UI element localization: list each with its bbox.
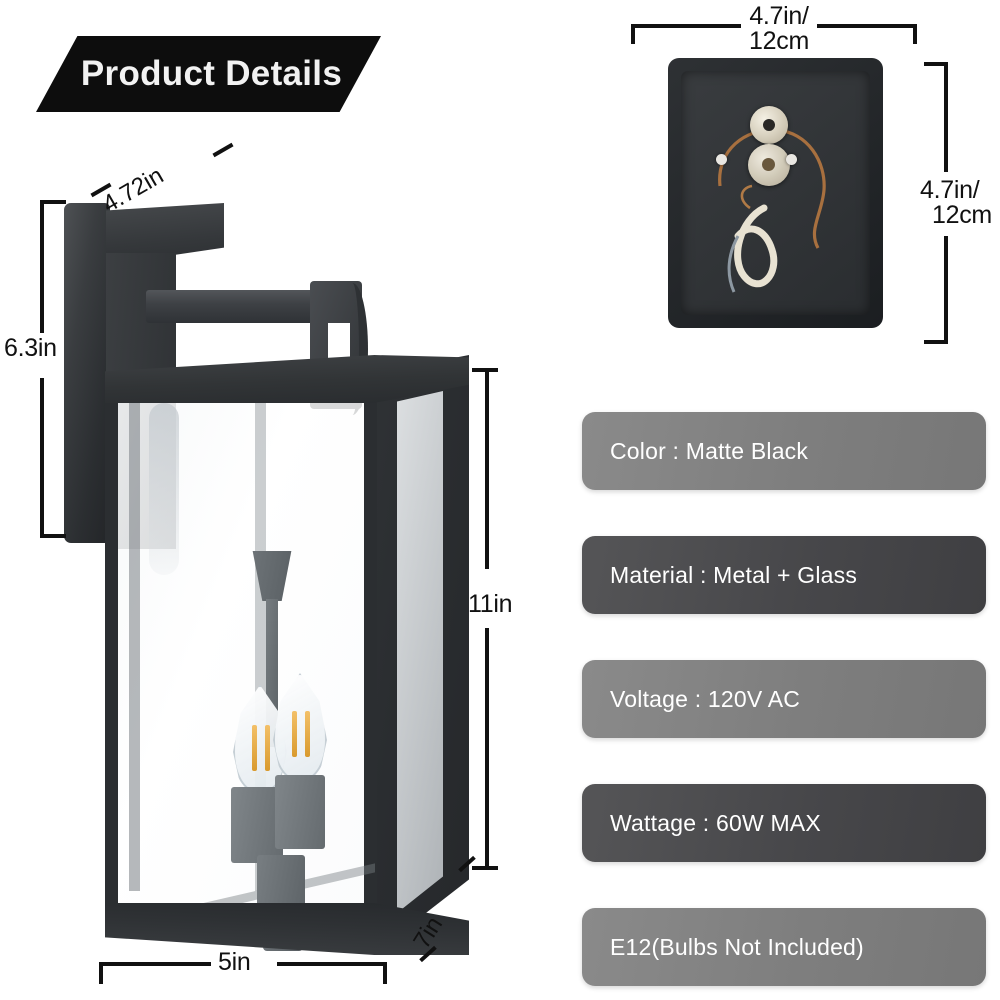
mount-width-cap-left [631, 24, 635, 44]
spec-label: Color : Matte Black [610, 437, 809, 464]
filament-strand [305, 711, 310, 757]
lantern-side-glass [397, 391, 443, 913]
glass-reflection [149, 403, 179, 575]
filament-strand [292, 711, 297, 757]
screw-hole-left [716, 154, 727, 165]
lantern-corner-post-left [129, 391, 140, 891]
backplate-height-label: 6.3in [4, 334, 57, 362]
mount-height-cap-top [924, 62, 948, 66]
lantern-dim-line-lower [485, 628, 489, 870]
spec-box-voltage: Voltage : 120V AC [582, 660, 986, 738]
spec-label: Material : Metal + Glass [610, 561, 858, 588]
banner-title: Product Details [80, 54, 343, 93]
filament-strand [252, 725, 257, 771]
lantern-cage [105, 355, 469, 955]
mounting-plate-wiring [718, 128, 826, 293]
product-details-banner: Product Details [36, 36, 381, 112]
cream-wire-loop [734, 204, 778, 288]
backplate-dim-line-upper [40, 200, 44, 333]
lamp-width-label: 5in [218, 948, 251, 976]
spec-label: E12(Bulbs Not Included) [610, 933, 864, 960]
width-dim-cap-left [99, 962, 103, 984]
mount-height-cap-bottom [924, 340, 948, 344]
arm-hook-strap [338, 283, 368, 415]
screw-hole-right [786, 154, 797, 165]
grey-wire [727, 235, 740, 293]
backplate-dim-cap-bottom [40, 534, 66, 538]
spec-label: Wattage : 60W MAX [610, 809, 821, 836]
lantern-corner-post-right [255, 391, 266, 891]
mounting-plate-illustration [668, 58, 883, 328]
mount-width-cap-right [913, 24, 917, 44]
upper-hub-core [763, 119, 775, 131]
spec-box-color: Color : Matte Black [582, 412, 986, 490]
width-dim-line-left [99, 962, 211, 966]
spec-box-base-type: E12(Bulbs Not Included) [582, 908, 986, 986]
upper-mount-hub [750, 106, 788, 144]
lantern-height-label: 11in [468, 590, 513, 618]
wall-backplate [64, 203, 110, 543]
lower-hub-core [762, 158, 775, 171]
lantern-dim-cap-bottom [472, 866, 498, 870]
lantern-dim-line-upper [485, 368, 489, 569]
copper-wire [718, 128, 826, 249]
mount-height-label: 4.7in/ 12cm [920, 176, 992, 229]
wall-lamp-illustration [60, 195, 480, 955]
mount-height-line-upper [944, 62, 948, 172]
spec-box-material: Material : Metal + Glass [582, 536, 986, 614]
width-dim-line-right [277, 962, 387, 966]
socket-support-stalk [257, 855, 305, 909]
backplate-dim-cap-top [40, 200, 66, 204]
mount-width-line-left [631, 24, 741, 28]
depth-dim-tick-end [212, 142, 234, 158]
mount-width-label: 4.7in/ 12cm [749, 2, 809, 55]
mount-height-line-lower [944, 236, 948, 344]
bulb-socket-right [275, 775, 325, 849]
lower-mount-hub [748, 144, 790, 186]
mount-width-line-right [817, 24, 917, 28]
copper-wire-short [740, 184, 753, 210]
filament-strand [265, 725, 270, 771]
spec-label: Voltage : 120V AC [610, 685, 801, 712]
bulb-socket-left [231, 787, 283, 863]
spec-box-wattage: Wattage : 60W MAX [582, 784, 986, 862]
width-dim-cap-right [383, 962, 387, 984]
backplate-dim-line-lower [40, 378, 44, 538]
